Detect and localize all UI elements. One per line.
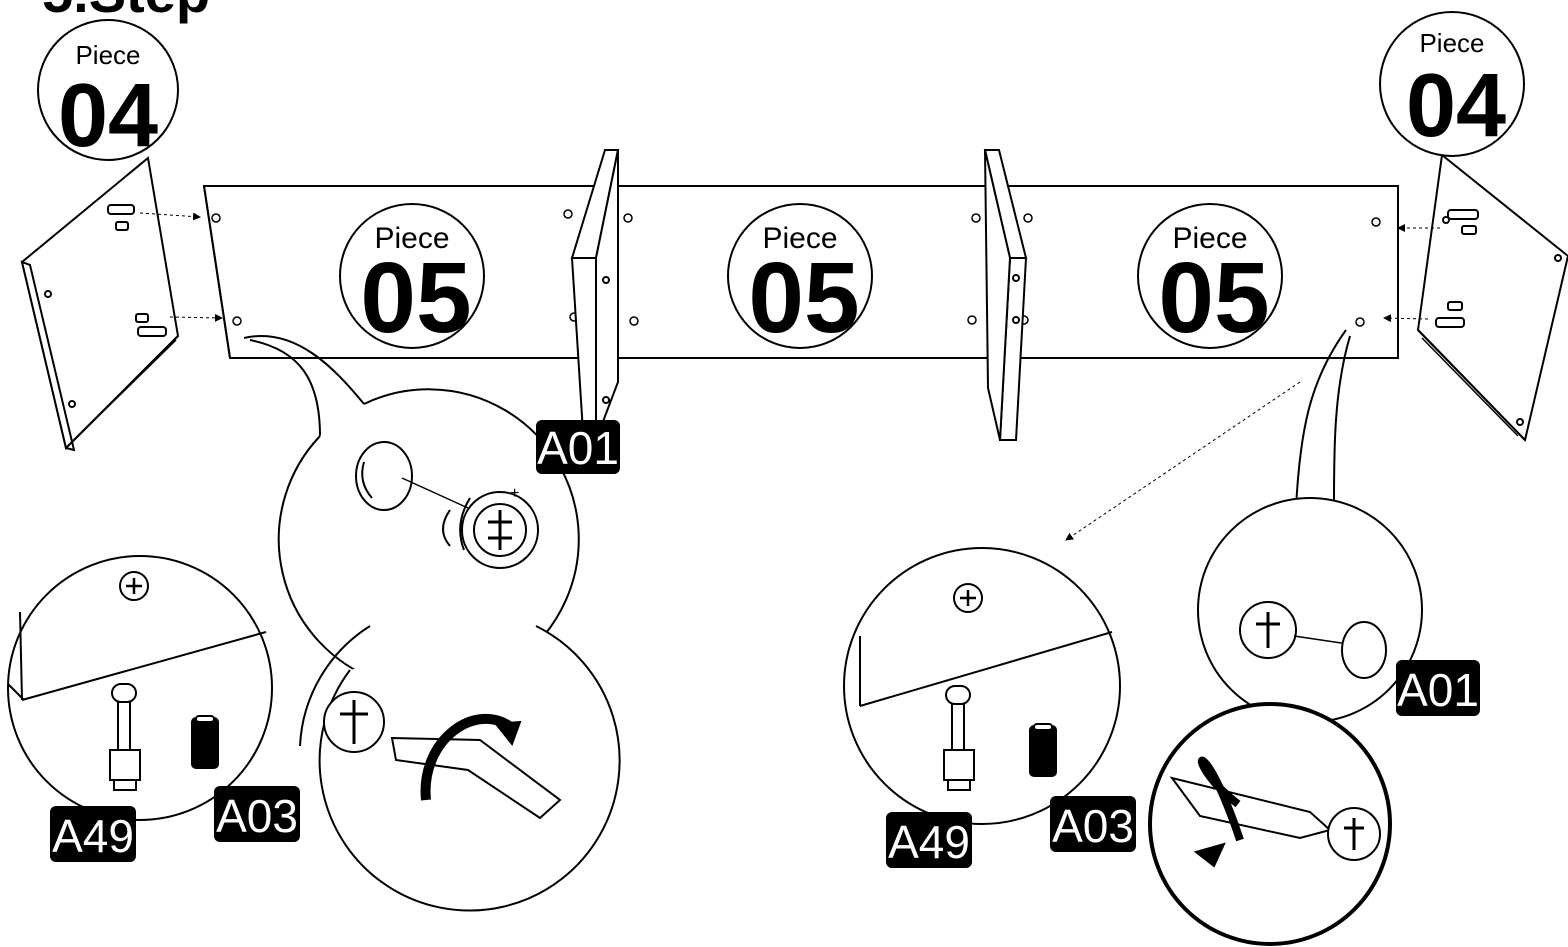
insert-arrow <box>139 212 201 221</box>
svg-text:Piece: Piece <box>374 222 449 255</box>
left-side-panel <box>20 156 180 452</box>
part-tag-a49-left: A49 <box>50 806 136 862</box>
insert-arrow <box>1383 314 1429 323</box>
piece-05-badge-3: Piece 05 <box>1137 203 1283 354</box>
insert-arrow <box>169 313 223 322</box>
detail-arrow <box>1065 381 1301 541</box>
svg-text:Piece: Piece <box>1419 28 1484 58</box>
svg-text:Piece: Piece <box>762 222 837 255</box>
step-title: 5.Step <box>42 0 210 24</box>
svg-text:A03: A03 <box>216 790 298 842</box>
part-tag-a03-left: A03 <box>214 786 300 842</box>
callout-cam-turn-left <box>299 625 621 912</box>
callout-cam-turn-right <box>1148 702 1392 946</box>
back-panel-holes <box>211 209 1381 327</box>
svg-text:04: 04 <box>1406 56 1506 156</box>
piece-05-badge-2: Piece 05 <box>727 203 873 354</box>
part-tag-a03-right: A03 <box>1050 796 1136 852</box>
piece-05-badge-1: Piece 05 <box>339 203 485 354</box>
part-tag-a01-right: A01 <box>1396 660 1480 716</box>
svg-text:04: 04 <box>58 66 158 166</box>
svg-text:05: 05 <box>1158 242 1269 354</box>
svg-text:Piece: Piece <box>1172 222 1247 255</box>
svg-text:05: 05 <box>360 242 471 354</box>
svg-text:A01: A01 <box>1397 664 1479 716</box>
svg-text:Piece: Piece <box>75 40 140 70</box>
svg-text:A03: A03 <box>1052 800 1134 852</box>
piece-04-badge-right: Piece 04 <box>1379 11 1525 157</box>
svg-text:A49: A49 <box>52 810 134 862</box>
part-tag-a01-left: A01 <box>536 420 620 474</box>
callout-cam-insert-left: + <box>243 335 580 691</box>
callout-cam-insert-right <box>1197 329 1423 723</box>
divider-left <box>570 149 620 450</box>
right-side-panel <box>1416 153 1568 443</box>
svg-text:05: 05 <box>748 242 859 354</box>
detail-bolt-right <box>843 547 1121 825</box>
divider-right <box>983 149 1028 441</box>
piece-04-badge-left: Piece 04 <box>37 19 179 166</box>
svg-text:A01: A01 <box>537 422 619 474</box>
detail-bolt-left <box>7 555 273 821</box>
svg-text:A49: A49 <box>888 816 970 868</box>
part-tag-a49-right: A49 <box>886 812 972 868</box>
svg-text:+: + <box>510 485 519 502</box>
